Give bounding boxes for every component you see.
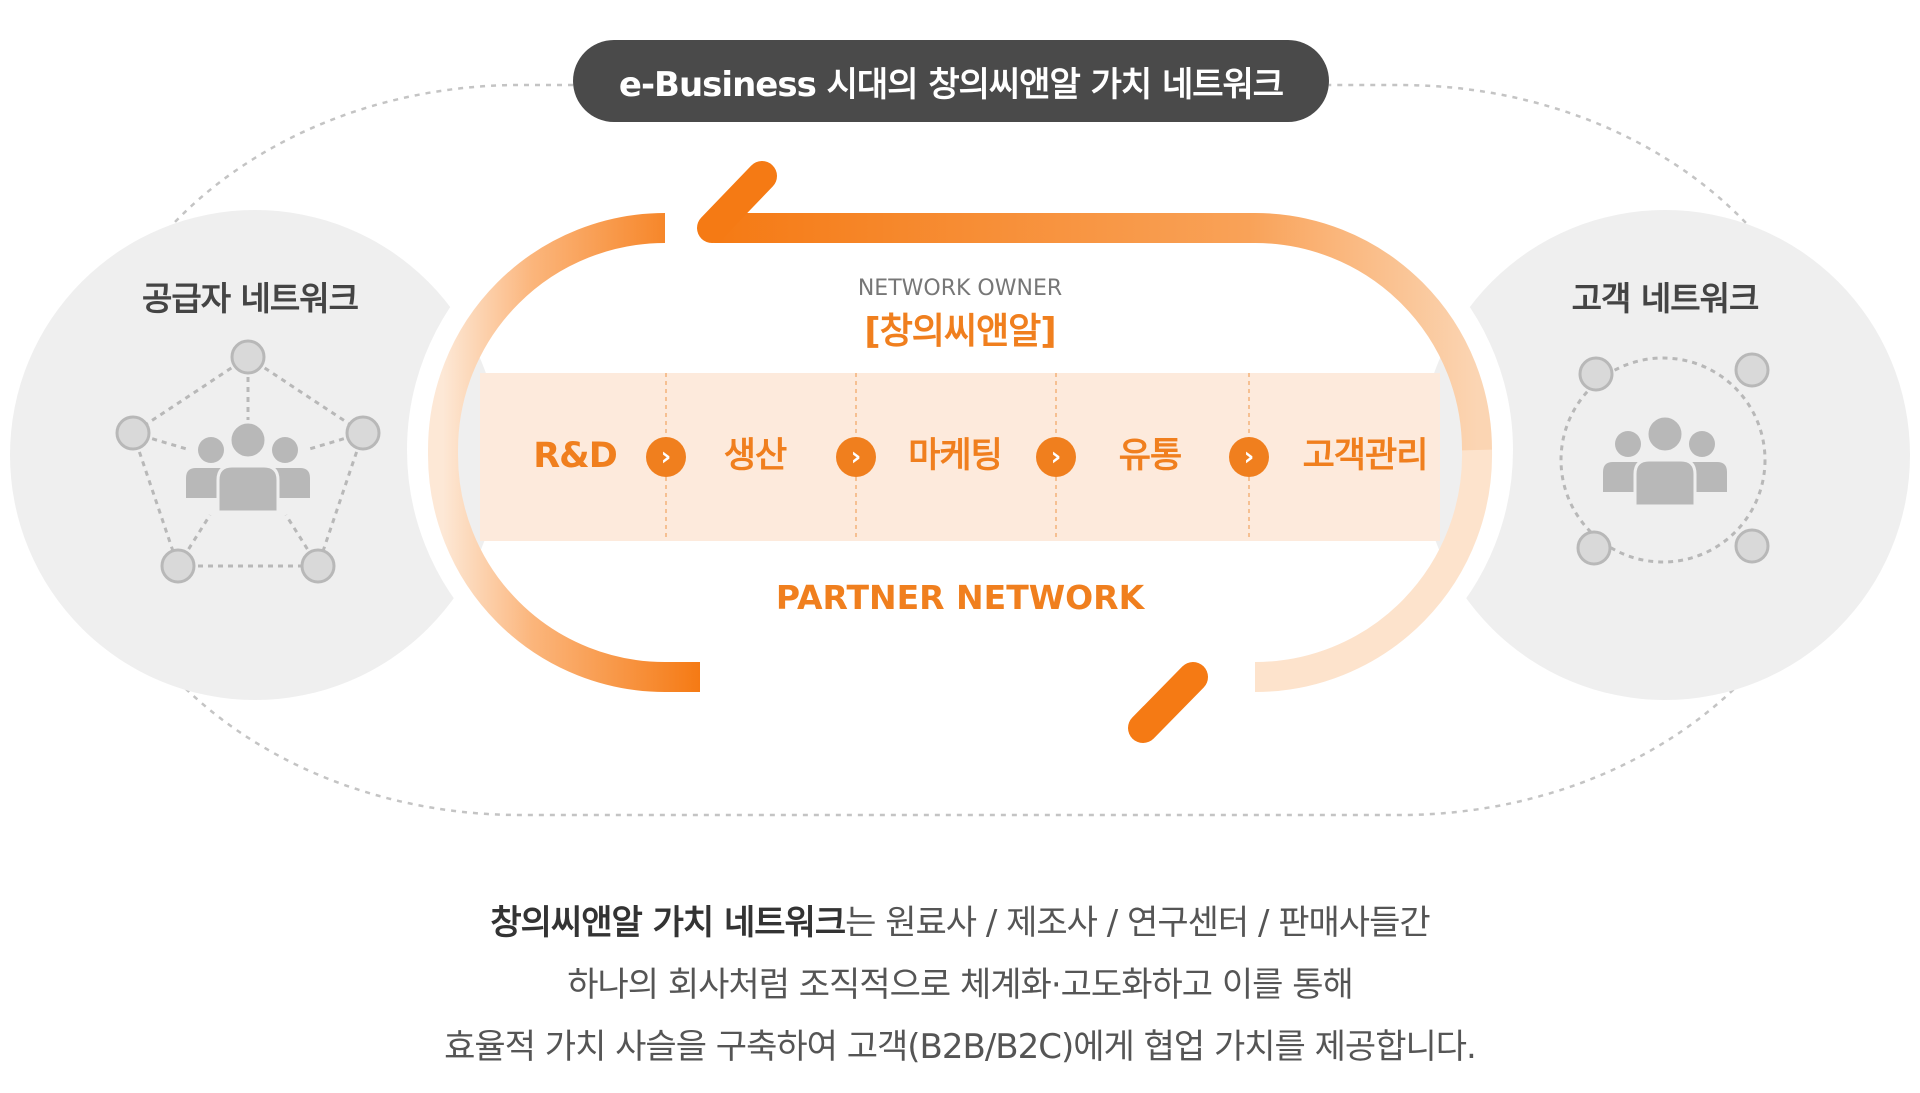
customer-network-circle (1420, 210, 1910, 700)
stage-distribution: 유통 (1118, 436, 1182, 476)
left-flow-arc (428, 213, 700, 692)
top-flow-arrow (700, 213, 1492, 465)
header-title: e-Business 시대의 창의씨앤알 가치 네트워크 (573, 40, 1329, 122)
right-flow-arc (1254, 449, 1493, 692)
customer-people-icon (1603, 414, 1727, 508)
bottom-arrow-head (1128, 662, 1208, 743)
description-emphasis: 창의씨앤알 가치 네트워크 (490, 903, 846, 943)
top-arrow-head (697, 161, 777, 243)
value-chain-band (480, 373, 1440, 541)
network-owner-label: NETWORK OWNER (857, 276, 1063, 301)
supplier-people-icon (186, 420, 310, 514)
stage-production: 생산 (723, 436, 787, 476)
chevron-right-icon: › (1229, 437, 1269, 477)
description-line-2: 하나의 회사처럼 조직적으로 체계화·고도화하고 이를 통해 (567, 965, 1354, 1005)
partner-network-label: PARTNER NETWORK (775, 578, 1145, 617)
outer-network-boundary (76, 83, 1844, 817)
chevron-right-icon: › (1036, 437, 1076, 477)
supplier-network-graph (115, 339, 381, 584)
stage-marketing: 마케팅 (908, 436, 1003, 476)
supplier-network-title: 공급자 네트워크 (141, 279, 359, 318)
customer-network-graph (1559, 352, 1770, 566)
chevron-right-icon: › (836, 437, 876, 477)
network-owner-name: [창의씨앤알] (864, 311, 1057, 352)
customer-network-title: 고객 네트워크 (1571, 279, 1760, 318)
description-line-1-rest: 는 원료사 / 제조사 / 연구센터 / 판매사들간 (845, 903, 1430, 943)
stage-customer-management: 고객관리 (1302, 436, 1429, 476)
description-line-3: 효율적 가치 사슬을 구축하여 고객(B2B/B2C)에게 협업 가치를 제공합… (444, 1027, 1477, 1067)
description-line-1: 창의씨앤알 가치 네트워크는 원료사 / 제조사 / 연구센터 / 판매사들간 (160, 895, 1760, 944)
stage-rnd: R&D (533, 436, 618, 476)
chevron-right-icon: › (646, 437, 686, 477)
